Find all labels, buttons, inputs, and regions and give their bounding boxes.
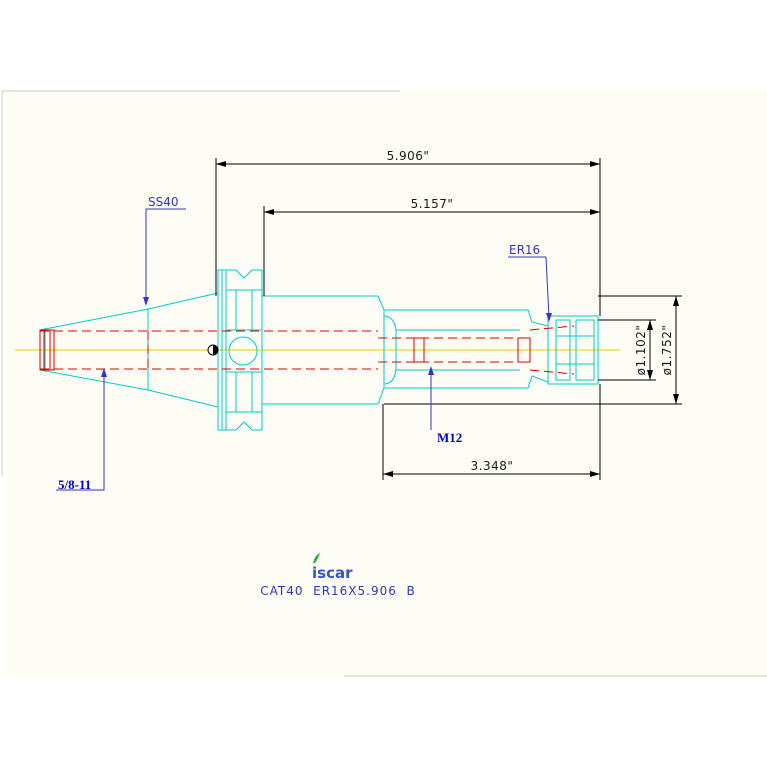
dim-overall-length: 5.906" [387,149,430,163]
leader-lines [56,208,550,491]
label-stop-screw: M12 [437,430,462,445]
dim-gauge-length: 5.157" [411,197,454,211]
brand-logo: iscar [312,553,353,582]
leader-arrows [101,297,552,377]
dim-nose-length: 3.348" [471,459,514,473]
label-collet: ER16 [509,243,540,257]
hidden-solid-features [39,329,531,371]
drawing-caption: CAT40 ER16X5.906 B [260,584,416,598]
label-taper: SS40 [148,195,179,209]
datum-ball-fill [213,345,218,355]
dim-collet-diameter: ø1.102" [634,325,648,376]
logo-leaf-icon [313,553,320,563]
dim-body-diameter: ø1.752" [660,325,674,376]
dimension-arrows [216,161,679,477]
dimension-lines [215,158,682,480]
logo-text: iscar [312,564,353,582]
label-rear-thread: 5/8-11 [58,477,91,492]
